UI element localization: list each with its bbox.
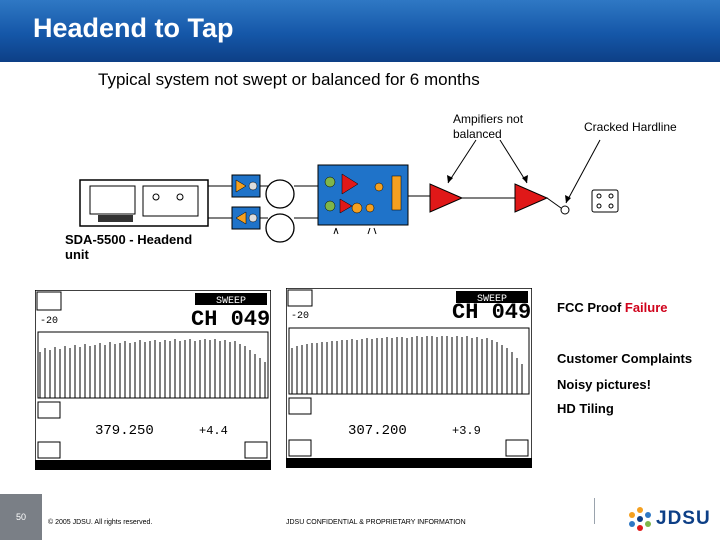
receiver-box (231, 206, 261, 230)
title-bar: Headend to Tap (0, 0, 720, 62)
tap-device (591, 189, 619, 213)
footer-divider (594, 498, 595, 524)
screen-mode: SWEEP (216, 296, 246, 307)
sweep-trace (288, 327, 530, 395)
network-diagram (79, 139, 619, 243)
copyright-text: © 2005 JDSU. All rights reserved. (48, 519, 153, 526)
complaints-note: Customer Complaints (557, 351, 693, 366)
headend-unit (79, 179, 209, 227)
slide-subtitle: Typical system not swept or balanced for… (98, 70, 480, 89)
page-number: 50 (0, 494, 42, 540)
tiling-note: HD Tiling (557, 401, 614, 416)
noisy-note: Noisy pictures! (557, 377, 651, 392)
jdsu-logo-icon (629, 507, 651, 531)
screen-level: -20 (291, 311, 309, 322)
fcc-proof-note: FCC Proof Failure (557, 300, 668, 315)
jdsu-logo-text: JDSU (656, 508, 711, 529)
sweep-screen-left: SWEEP -20 CH 049 379.250 +4.4 (35, 290, 271, 470)
amplifiers-label: Ampifiers not balanced (453, 112, 524, 141)
amplifier-1 (429, 183, 464, 213)
jdsu-logo: JDSU (626, 506, 710, 537)
screen-mode: SWEEP (477, 294, 507, 305)
fcc-failure: Failure (624, 300, 668, 315)
screen-frequency: 307.200 (348, 423, 407, 439)
screen-channel: CH 049 (191, 307, 270, 332)
confidential-text: JDSU CONFIDENTIAL & PROPRIETARY INFORMAT… (286, 519, 466, 526)
cracked-hardline-label: Cracked Hardline (584, 120, 677, 134)
fcc-prefix: FCC Proof (557, 300, 625, 315)
screen-channel: CH 049 (452, 300, 531, 325)
screen-delta: +4.4 (199, 424, 228, 438)
screen-delta: +3.9 (452, 424, 481, 438)
screen-frequency: 379.250 (95, 423, 154, 439)
sweep-screen-right: SWEEP -20 CH 049 307.200 +3.9 (286, 288, 532, 468)
amplifier-2 (514, 183, 549, 213)
page-title: Headend to Tap (33, 13, 234, 43)
transmitter-box (231, 174, 261, 198)
node-box (317, 164, 409, 226)
sweep-trace (37, 331, 269, 399)
headend-label: SDA-5500 - Headend unit (65, 232, 193, 262)
screen-level: -20 (40, 316, 58, 327)
